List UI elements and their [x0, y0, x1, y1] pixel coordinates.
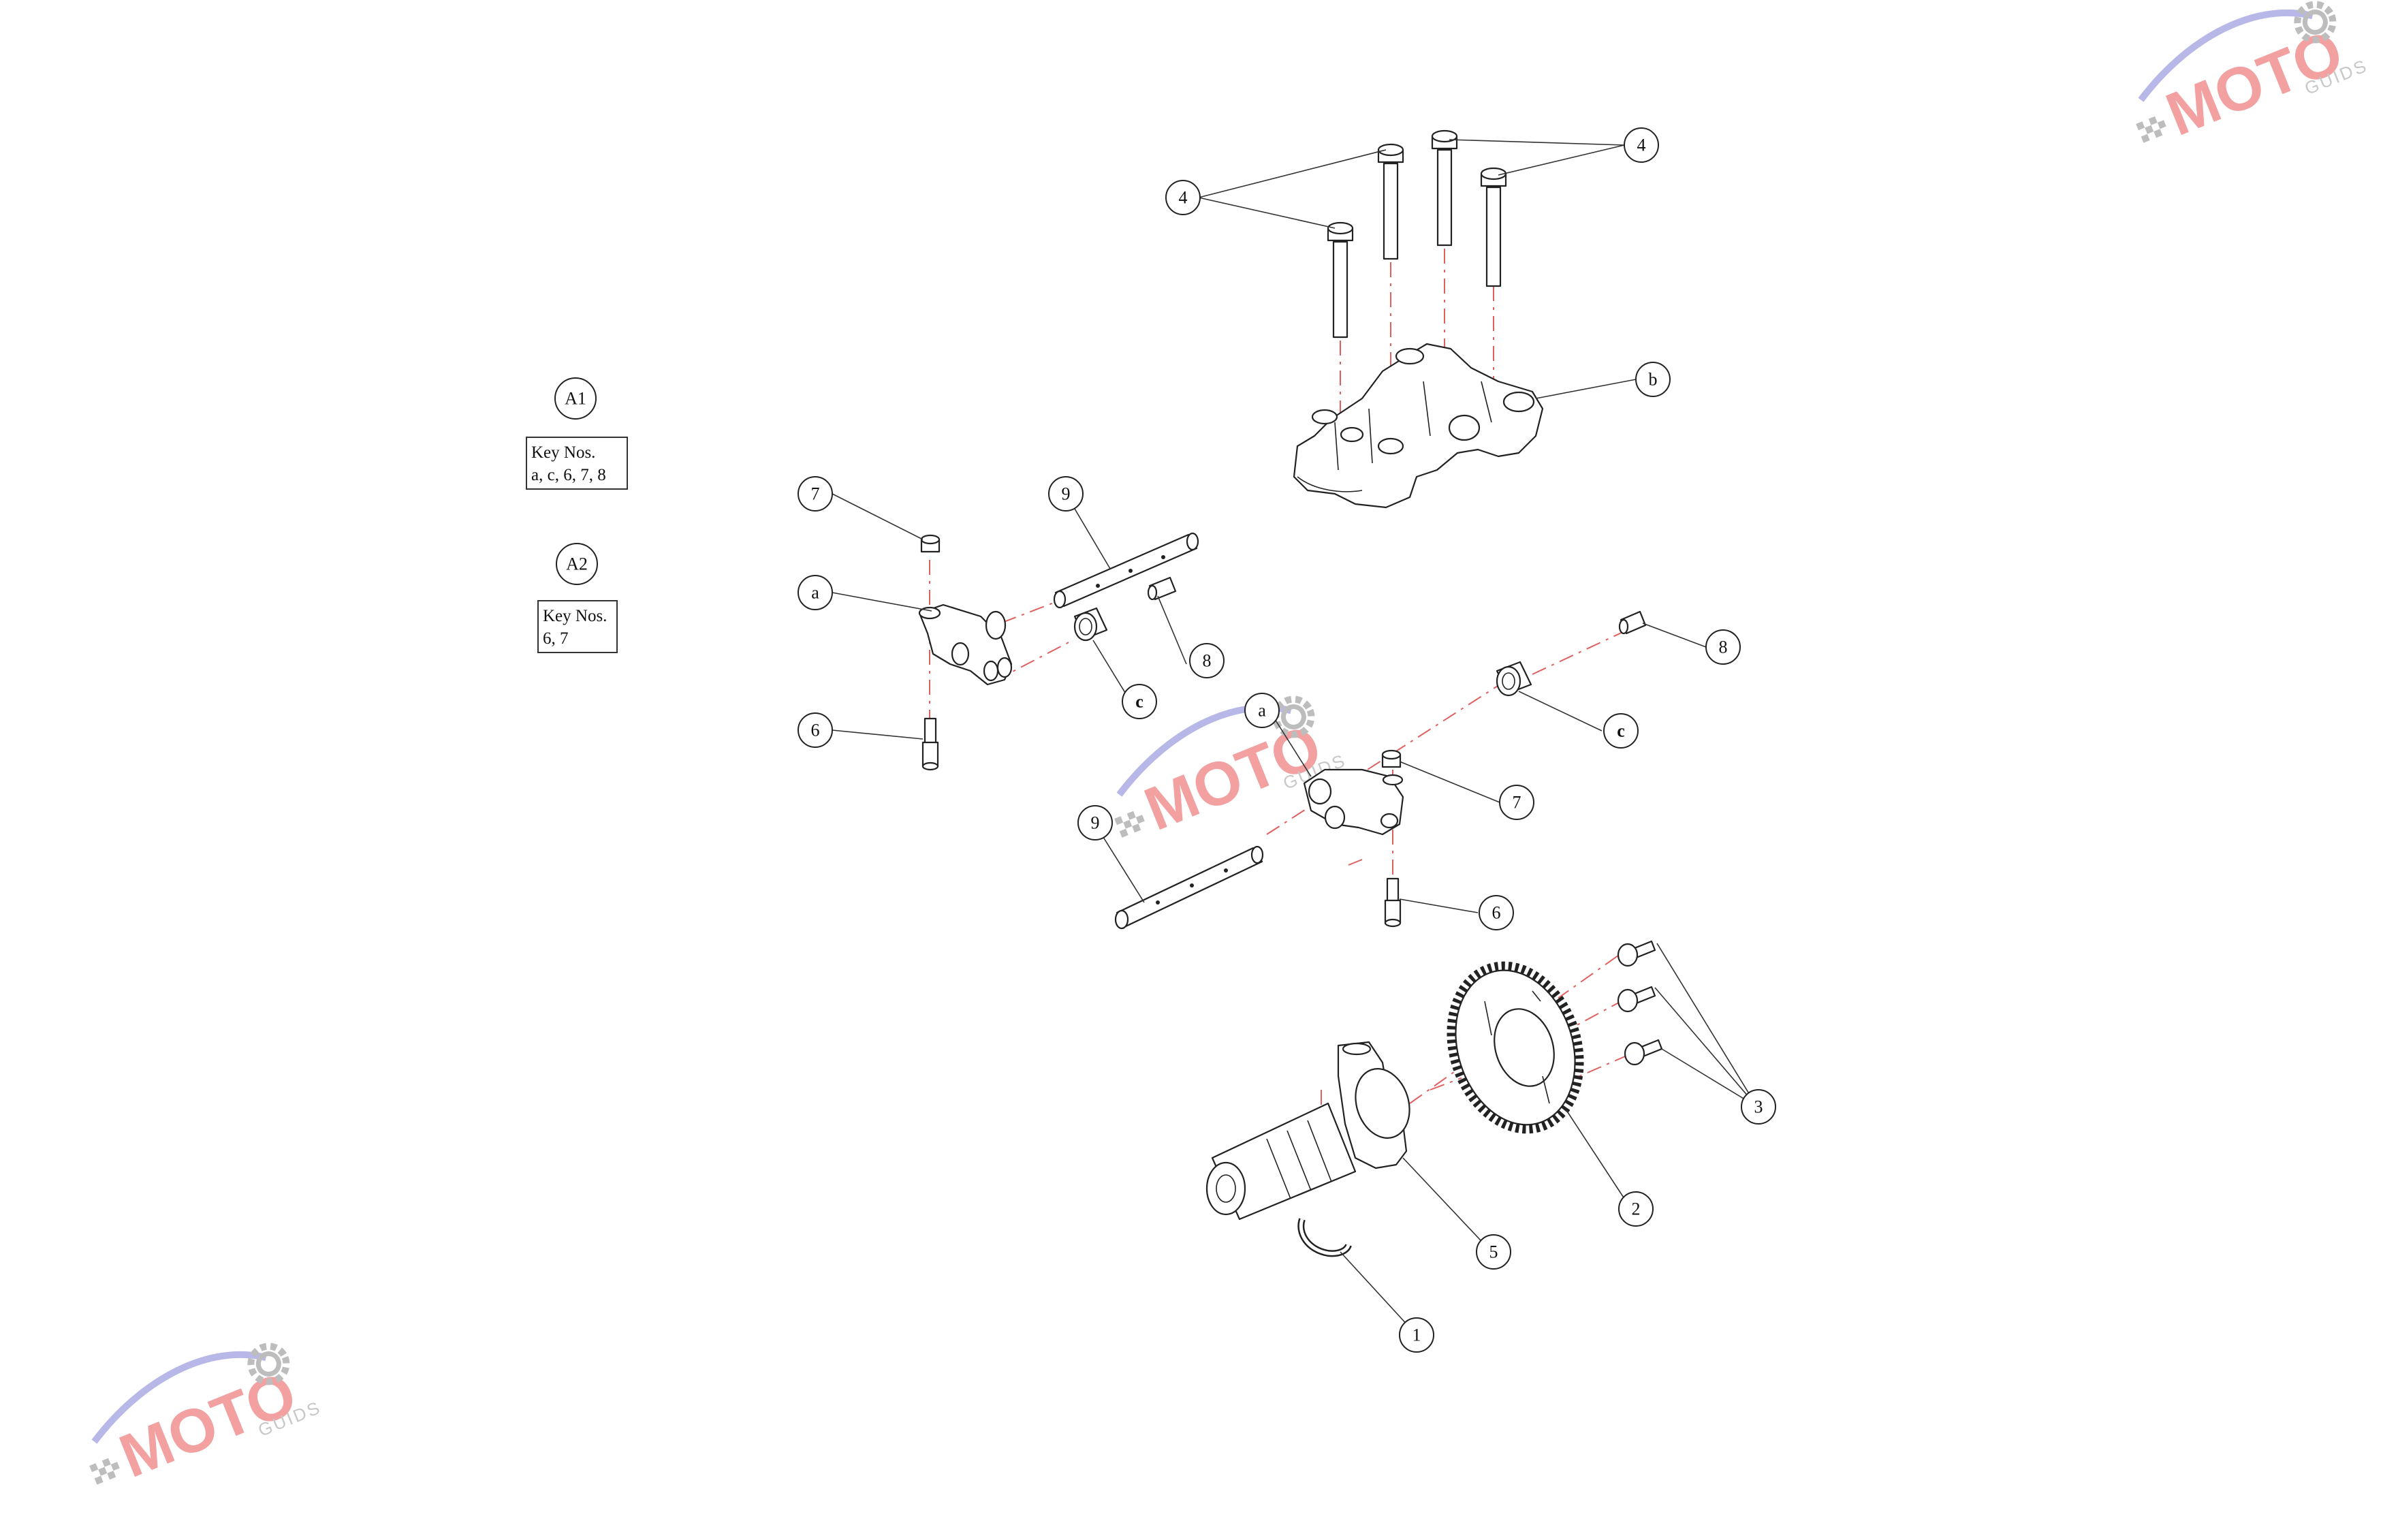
adjuster-nut-7-upper: [920, 534, 941, 553]
rocker-shaft-9-upper: [1053, 532, 1199, 609]
adjuster-screw-6-lower: [1384, 877, 1402, 928]
key-block-a1-box: [526, 437, 628, 490]
callout-7-lower: 7: [1499, 785, 1534, 820]
callout-2: 2: [1618, 1191, 1654, 1227]
key-block-a2-bubble: [556, 543, 598, 585]
callout-1: 1: [1399, 1317, 1434, 1353]
svg-text:a: a: [811, 583, 819, 603]
svg-text:8: 8: [1719, 638, 1728, 657]
callout-5: 5: [1476, 1234, 1511, 1270]
key-block-a1-label: A1: [565, 389, 586, 409]
svg-text:c: c: [1135, 692, 1143, 712]
callout-8-upper: 8: [1189, 643, 1225, 678]
key-block-a2-label: A2: [566, 554, 588, 574]
callout-9-upper: 9: [1048, 476, 1084, 512]
callout-c-lower: c: [1603, 713, 1639, 749]
svg-text:9: 9: [1091, 813, 1100, 833]
camshaft-5: [1205, 1041, 1410, 1221]
callout-8-lower: 8: [1705, 629, 1741, 665]
callout-7-upper: 7: [798, 476, 833, 512]
svg-text:4: 4: [1179, 188, 1188, 208]
svg-text:7: 7: [1513, 793, 1521, 813]
svg-text:2: 2: [1632, 1199, 1641, 1219]
bolt-4: [1327, 129, 1507, 339]
callout-b: b: [1635, 362, 1671, 397]
svg-text:6: 6: [811, 721, 820, 740]
key-block-a2-title: Key Nos.: [543, 607, 607, 625]
circlip-1: [1297, 1218, 1352, 1257]
svg-text:4: 4: [1637, 136, 1646, 155]
key-block-a2-box: [537, 600, 618, 653]
sprocket-bolts-3: [1617, 940, 1663, 1066]
rocker-arm-a-lower: [1303, 768, 1404, 836]
adjuster-screw-6-upper: [921, 717, 939, 771]
bolt-1: [1327, 221, 1354, 339]
key-block-a1-title: Key Nos.: [531, 443, 595, 462]
callout-3: 3: [1741, 1089, 1776, 1125]
svg-text:c: c: [1617, 721, 1625, 741]
needle-bearing-c-lower: [1496, 661, 1532, 697]
cam-sprocket-2: [1447, 961, 1584, 1134]
svg-text:3: 3: [1754, 1097, 1763, 1117]
pin-8-upper: [1147, 576, 1177, 601]
svg-text:7: 7: [811, 484, 820, 504]
needle-bearing-c-upper: [1073, 607, 1108, 642]
svg-text:1: 1: [1413, 1325, 1421, 1345]
svg-text:5: 5: [1489, 1242, 1498, 1262]
callout-4-left: 4: [1165, 180, 1201, 215]
svg-text:b: b: [1649, 370, 1658, 390]
bolt-3: [1431, 129, 1458, 247]
key-block-a2: A2 Key Nos. 6, 7: [537, 543, 618, 653]
key-block-a1-keys: a, c, 6, 7, 8: [531, 466, 606, 484]
svg-text:8: 8: [1203, 651, 1212, 671]
bolt-2: [1377, 143, 1404, 260]
callout-6-lower: 6: [1479, 895, 1514, 930]
svg-text:6: 6: [1492, 903, 1501, 923]
key-block-a1: A1 Key Nos. a, c, 6, 7, 8: [526, 377, 628, 490]
callout-4-right: 4: [1624, 127, 1659, 163]
svg-text:a: a: [1258, 701, 1266, 721]
camshaft-holder-b: [1293, 343, 1544, 509]
key-block-a1-bubble: [554, 377, 597, 420]
bolt-4b: [1480, 167, 1507, 287]
callout-6-upper: 6: [798, 712, 833, 748]
svg-text:9: 9: [1062, 484, 1071, 504]
callout-c-upper: c: [1122, 684, 1157, 719]
callout-9-lower: 9: [1077, 805, 1113, 840]
callout-a-lower: a: [1244, 693, 1280, 728]
callout-a-upper: a: [798, 575, 833, 610]
adjuster-nut-7-lower: [1381, 749, 1402, 768]
watermark-logo-bottom-left: MOTO GUIDS: [89, 1325, 324, 1491]
rocker-shaft-9-lower: [1114, 845, 1264, 930]
pin-8-lower: [1618, 610, 1647, 635]
rocker-arm-a-upper: [918, 603, 1013, 686]
key-block-a2-keys: 6, 7: [543, 629, 569, 648]
watermark-logo-top-right: MOTO GUIDS: [2136, 0, 2371, 149]
